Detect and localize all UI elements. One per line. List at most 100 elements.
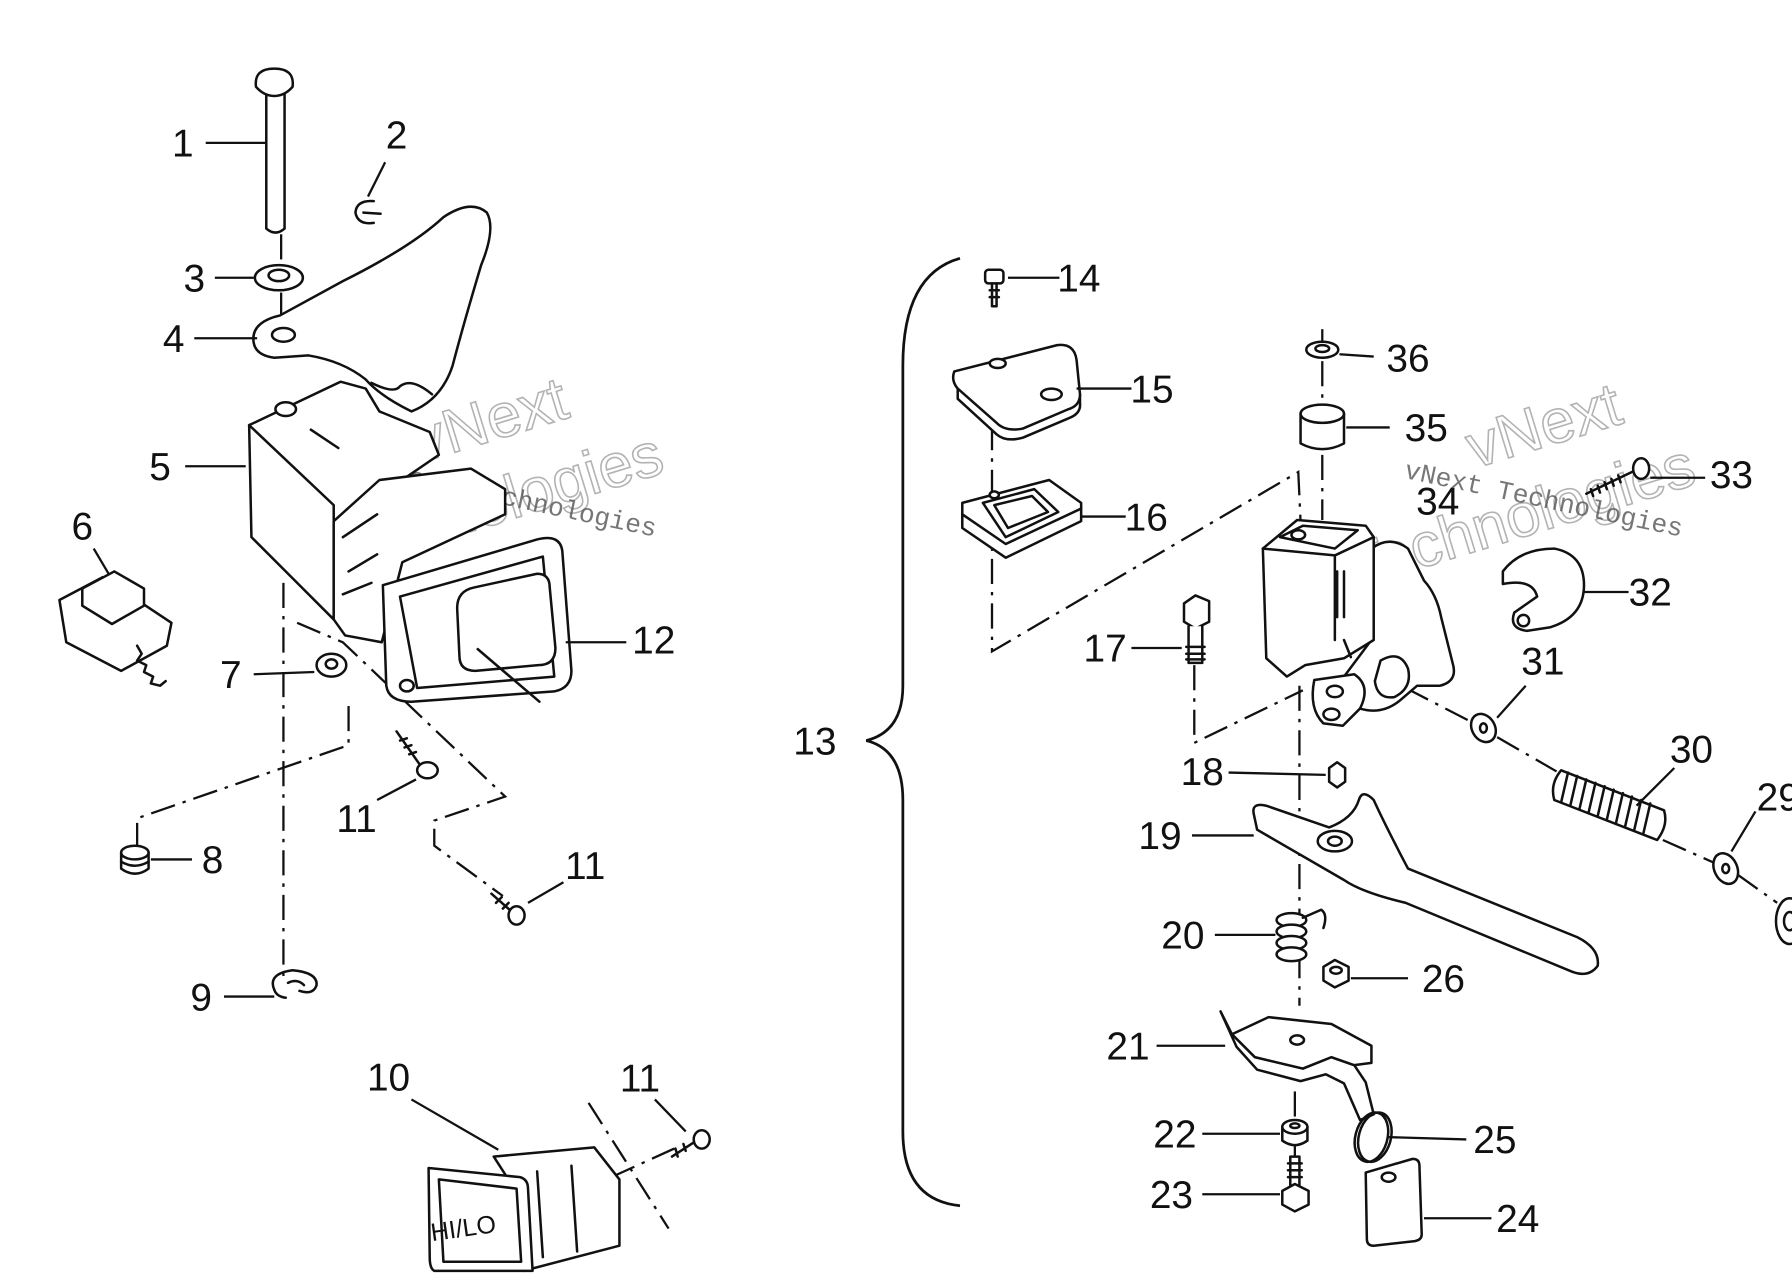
reservoir-cap-outline [1039, 387, 1063, 402]
clamp-screw [1585, 457, 1651, 498]
callout-10: 10 [367, 1056, 410, 1099]
throttle-lever-outline [252, 205, 492, 413]
switch-knob [58, 570, 173, 687]
callout-11-c: 11 [620, 1057, 660, 1100]
cover-plate [381, 536, 573, 703]
return-spring [1551, 769, 1667, 842]
piston-outline [1299, 403, 1346, 425]
warning-tag-outline [1380, 1171, 1397, 1183]
piston [1299, 403, 1346, 451]
grommet [315, 652, 348, 678]
lever-nut-outline [1329, 965, 1343, 975]
screw-outline [692, 1129, 711, 1150]
leader-6 [92, 547, 110, 575]
callout-19: 19 [1138, 815, 1181, 858]
callout-29: 29 [1757, 776, 1792, 819]
callout-24: 24 [1496, 1198, 1539, 1241]
return-spring-outline [1623, 795, 1634, 828]
washer-outline [267, 268, 291, 283]
brake-lever-outline [1326, 835, 1343, 847]
assembly-line [1736, 873, 1778, 904]
callout-34: 34 [1416, 480, 1459, 523]
adjuster-washer-outline [1721, 862, 1731, 875]
reservoir-cap-outline [988, 357, 1007, 370]
master-cylinder-outline [1261, 518, 1375, 678]
reservoir-cap-outline [951, 343, 1082, 431]
leader-36 [1339, 353, 1374, 358]
screw-outline [490, 892, 513, 913]
return-spring-outline [1596, 785, 1606, 818]
callout-17: 17 [1084, 628, 1127, 671]
bracket-nut [1281, 1118, 1309, 1147]
bracket-nut-outline [1289, 1122, 1301, 1130]
return-spring-outline [1569, 774, 1579, 807]
leader-lines [92, 141, 1757, 1220]
lever-spring [1275, 908, 1327, 963]
return-spring-outline [1605, 788, 1615, 821]
leader-11-c [654, 1098, 687, 1133]
leader-25 [1388, 1136, 1467, 1141]
diaphragm-outline [981, 487, 1060, 539]
nut [119, 844, 150, 875]
leader-30 [1635, 767, 1676, 807]
callout-26: 26 [1422, 958, 1465, 1001]
cover-plate-outline [398, 678, 415, 693]
hi-lo-switch-outline [427, 1166, 534, 1273]
washer [253, 263, 305, 292]
assembly-line [1496, 736, 1558, 773]
pin-outline [265, 92, 286, 234]
assembly-line [1405, 686, 1473, 724]
leader-31 [1496, 684, 1527, 719]
callout-36: 36 [1386, 337, 1429, 380]
adjuster-washer [1712, 852, 1740, 886]
callout-5: 5 [149, 446, 171, 489]
screw [395, 730, 439, 780]
screw-outline [507, 905, 526, 926]
callout-23: 23 [1150, 1174, 1193, 1217]
leader-29 [1730, 810, 1757, 853]
e-clip [271, 969, 318, 999]
leader-10 [410, 1098, 499, 1151]
leader-7 [253, 670, 315, 676]
cover-plate-outline [455, 572, 557, 673]
clamp-screw-outline [1631, 457, 1651, 481]
reservoir-cap [951, 343, 1082, 441]
callout-30: 30 [1670, 728, 1713, 771]
throttle-housing-outline [247, 423, 335, 523]
hi-lo-switch-outline [535, 1164, 579, 1259]
switch-bracket-outline [1289, 1034, 1306, 1046]
clip-outline [362, 211, 382, 215]
cover-plate-outline [476, 647, 541, 703]
handlebar-clamp-outline [1516, 613, 1531, 628]
lever-spring-outline [1275, 946, 1308, 963]
master-cylinder-outline [1261, 535, 1375, 642]
brake-lever [1252, 793, 1600, 976]
callout-11-b: 11 [565, 845, 605, 888]
screw [490, 892, 526, 926]
screw [670, 1129, 711, 1158]
master-cylinder-outline [1335, 540, 1456, 722]
nut-outline [119, 860, 150, 867]
pivot-bolt-outline [1182, 594, 1211, 630]
return-spring-outline [1614, 791, 1625, 825]
callout-14: 14 [1057, 257, 1100, 300]
handlebar-clamp [1501, 547, 1586, 633]
master-cylinder-outline [1290, 529, 1307, 541]
assembly-line [136, 702, 350, 848]
pin-outline [254, 67, 295, 98]
leader-2 [366, 161, 387, 198]
diaphragm-outline [988, 490, 1001, 500]
throttle-lever-outline [370, 381, 434, 396]
assembly-line [587, 1102, 670, 1230]
callout-9: 9 [190, 976, 212, 1019]
callout-8: 8 [202, 839, 224, 882]
assembly-line [1193, 665, 1304, 745]
bracket-bolt-outline [1286, 1162, 1303, 1179]
master-cylinder-outline [1335, 570, 1353, 659]
callout-31: 31 [1521, 640, 1564, 683]
split-ring-outline [1356, 1111, 1393, 1164]
small-nut [1327, 761, 1347, 789]
cover-plate-outline [398, 555, 556, 690]
handlebar-clamp-outline [1501, 547, 1586, 633]
diaphragm-outline [993, 494, 1050, 530]
